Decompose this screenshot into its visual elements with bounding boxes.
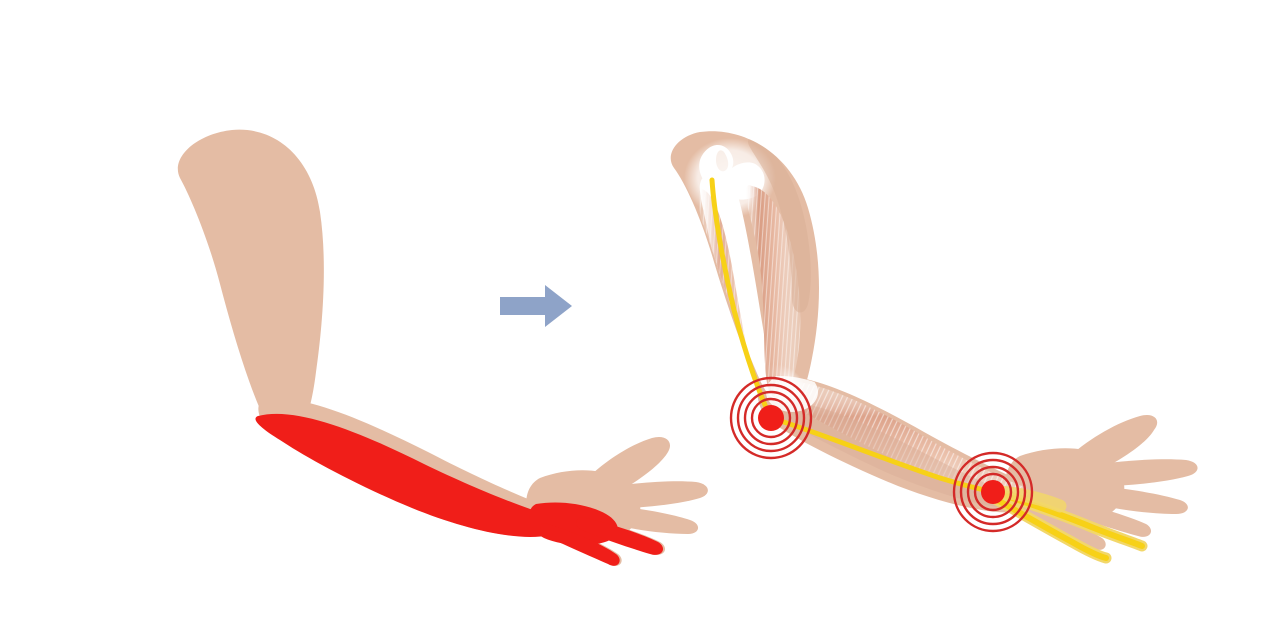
left-index-finger bbox=[608, 481, 708, 508]
right-arm-panel bbox=[670, 131, 1198, 564]
nerve-forearm-segment bbox=[768, 415, 996, 495]
pain-point-elbow bbox=[729, 376, 813, 460]
right-index-finger bbox=[1092, 459, 1198, 486]
forearm-striations bbox=[772, 381, 1029, 498]
elbow-pain-ring-2 bbox=[743, 390, 799, 446]
left-upper-arm bbox=[177, 129, 324, 437]
left-middle-finger bbox=[603, 505, 699, 534]
progression-arrow bbox=[500, 285, 572, 327]
left-forearm-red-zone bbox=[255, 413, 563, 537]
elbow-pain-ring-3 bbox=[736, 383, 806, 453]
left-arm-ulnar-distribution bbox=[255, 413, 664, 566]
elbow-pain-ring-1 bbox=[750, 397, 792, 439]
right-thumb bbox=[1068, 414, 1158, 475]
wrist-pain-ring-2 bbox=[966, 465, 1020, 519]
right-middle-finger bbox=[1086, 485, 1188, 514]
elbow-pain-ring-4 bbox=[729, 376, 813, 460]
wrist-pain-core bbox=[981, 480, 1005, 504]
arrow-right-icon bbox=[500, 285, 572, 327]
triceps-striations bbox=[745, 185, 801, 399]
wrist-pain-ring-1 bbox=[973, 472, 1013, 512]
elbow-pain-core bbox=[758, 405, 784, 431]
left-thumb bbox=[586, 436, 671, 497]
nerve-upper-arm-segment bbox=[709, 177, 774, 421]
nerve-branch-little-finger bbox=[987, 493, 1109, 561]
left-arm-panel bbox=[177, 129, 708, 566]
left-little-finger-red bbox=[540, 523, 620, 566]
deltoid-shading bbox=[748, 139, 811, 313]
pain-point-wrist bbox=[952, 451, 1034, 533]
left-ring-finger-red bbox=[576, 517, 664, 555]
wrist-pain-ring-4 bbox=[952, 451, 1034, 533]
wrist-pain-ring-3 bbox=[959, 458, 1027, 526]
right-ring-finger bbox=[1058, 499, 1152, 537]
right-little-finger bbox=[1022, 507, 1106, 550]
